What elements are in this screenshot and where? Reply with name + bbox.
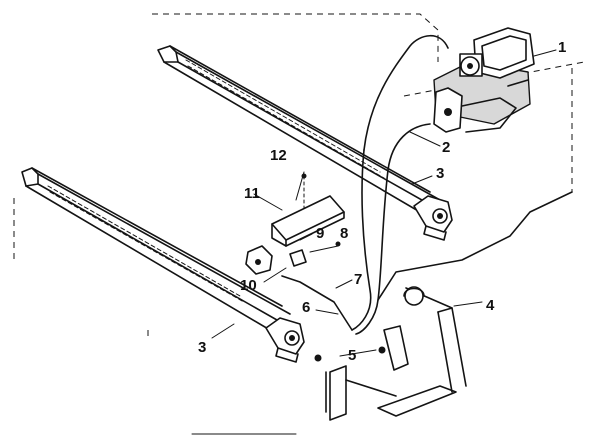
callout-11: 11 bbox=[244, 185, 260, 202]
callout-9: 9 bbox=[316, 225, 324, 242]
callout-2: 2 bbox=[442, 139, 450, 156]
orifice-fittings bbox=[245, 173, 341, 275]
upper-burner bbox=[157, 45, 453, 241]
callout-8: 8 bbox=[340, 225, 348, 242]
callout-10: 10 bbox=[240, 277, 257, 294]
callout-5: 5 bbox=[348, 347, 356, 364]
lower-burner bbox=[21, 167, 305, 363]
support-frame bbox=[314, 286, 467, 421]
callout-6: 6 bbox=[302, 299, 310, 316]
callout-7: 7 bbox=[354, 271, 362, 288]
callout-1: 1 bbox=[558, 39, 566, 56]
callouts: 1 2 3 3 4 5 6 7 8 9 10 11 12 bbox=[198, 39, 566, 364]
leader-lines bbox=[211, 49, 557, 357]
callout-3-lower: 3 bbox=[198, 339, 206, 356]
callout-12: 12 bbox=[270, 147, 287, 164]
deflector-bracket bbox=[271, 195, 345, 247]
gas-valve bbox=[433, 27, 535, 133]
gas-tubing bbox=[281, 34, 449, 335]
callout-3-upper: 3 bbox=[436, 165, 444, 182]
callout-4: 4 bbox=[486, 297, 495, 314]
